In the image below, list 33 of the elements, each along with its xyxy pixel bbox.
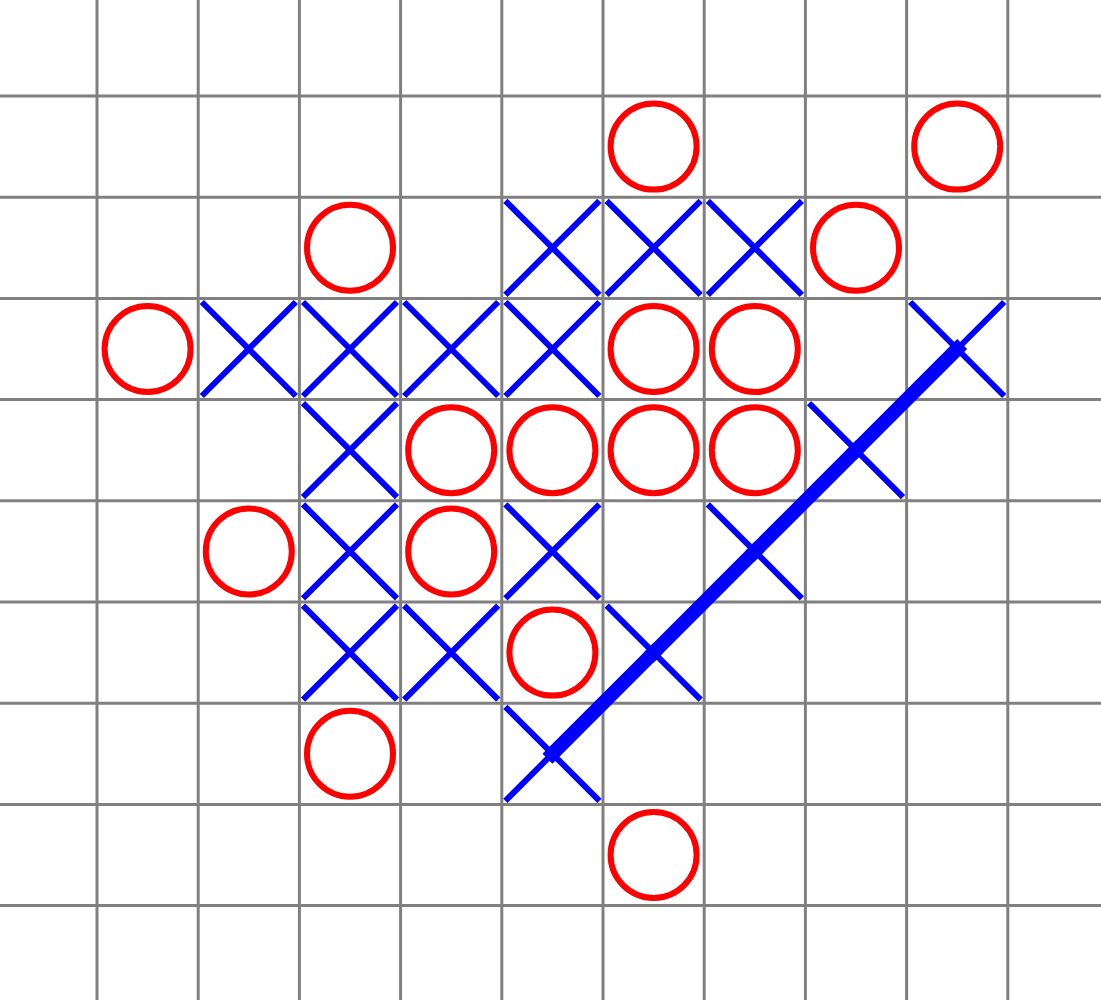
cross-mark-icon	[503, 198, 602, 297]
cross-mark-icon	[300, 299, 400, 399]
ring-mark-icon	[304, 707, 396, 800]
ring-mark-icon	[911, 100, 1004, 193]
cross-mark-icon	[503, 502, 602, 601]
ring-mark-icon	[405, 404, 498, 497]
cross-mark-icon	[604, 198, 703, 297]
ring-mark-icon	[607, 100, 700, 193]
cross-mark-icon	[199, 299, 298, 399]
cross-mark-icon	[300, 502, 400, 601]
ring-mark-icon	[101, 303, 194, 395]
cross-mark-icon	[705, 198, 804, 297]
ring-mark-icon	[304, 201, 396, 294]
ring-mark-icon	[607, 303, 700, 395]
ring-mark-icon	[506, 404, 599, 497]
cross-mark-icon	[300, 401, 400, 500]
ring-mark-icon	[810, 201, 902, 294]
ring-mark-icon	[506, 606, 599, 699]
cross-mark-icon	[908, 299, 1007, 399]
cross-mark-icon	[503, 299, 602, 399]
ring-mark-icon	[607, 404, 700, 497]
ring-mark-icon	[708, 303, 801, 395]
cross-mark-icon	[503, 704, 602, 803]
cross-mark-icon	[402, 299, 501, 399]
ring-mark-icon	[607, 809, 700, 901]
ring-mark-icon	[202, 505, 295, 598]
cross-mark-icon	[604, 603, 703, 702]
cross-mark-icon	[402, 603, 501, 702]
cross-mark-icon	[300, 603, 400, 702]
cross-mark-icon	[705, 502, 804, 601]
cross-mark-icon	[806, 401, 906, 500]
ring-mark-icon	[708, 404, 801, 497]
ring-mark-icon	[405, 505, 498, 598]
